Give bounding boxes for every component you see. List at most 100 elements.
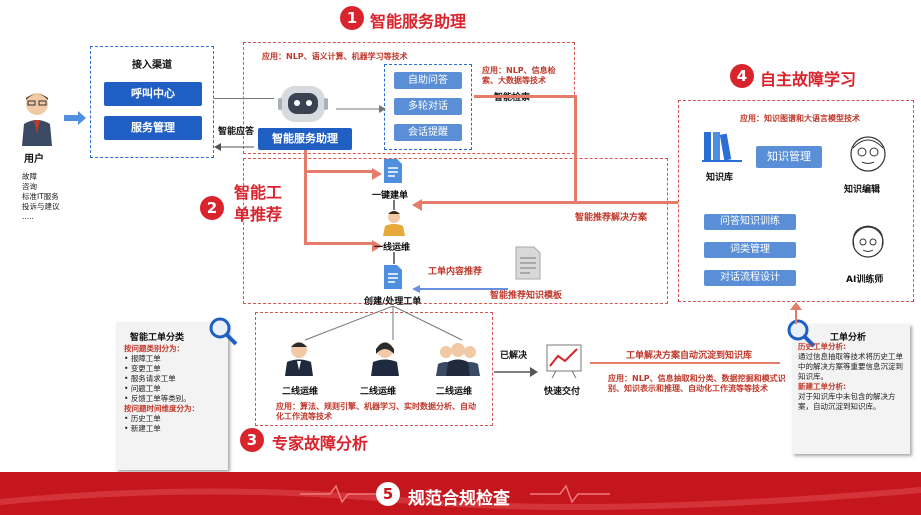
user-item: ..... — [22, 212, 34, 221]
flow-line — [304, 150, 307, 244]
by-type-title: 按问题类别分为： — [124, 344, 184, 353]
call-center-button[interactable]: 呼叫中心 — [104, 82, 202, 106]
knowledge-base-label: 知识库 — [706, 173, 734, 183]
flow-line — [474, 95, 576, 98]
user-item: 咨询 — [22, 182, 37, 191]
by-time-text: 历史工单 — [130, 414, 161, 423]
document-icon — [382, 158, 404, 188]
hist-analysis-title: 历史工单分析: — [798, 342, 846, 351]
section-3-title: 专家故障分析 — [272, 434, 369, 453]
section-2-title-line1: 智能工 — [234, 183, 283, 202]
new-analysis-text: 对于知识库中未包含的解决方案，自动沉淀到知识库。 — [798, 392, 896, 411]
by-type-text: 反馈工单等类别。 — [130, 394, 191, 403]
books-icon — [702, 130, 742, 166]
user-icon — [20, 90, 54, 146]
section-4-title: 自主故障学习 — [760, 70, 857, 89]
user-items: 故障 咨询 标准IT服务 投诉与建议 ..... — [22, 172, 102, 222]
assistant-button[interactable]: 智能服务助理 — [258, 128, 352, 150]
magnifier-icon — [208, 316, 238, 350]
document-icon — [382, 264, 404, 294]
section-5-number: 5 — [376, 482, 400, 506]
assistant-modules-box — [384, 64, 472, 150]
section-3-number: 3 — [240, 428, 264, 452]
template-doc-icon — [514, 246, 542, 284]
connector-line — [214, 98, 274, 99]
sink-arrow-line — [590, 362, 780, 364]
assistant-to-modules-arrow-icon — [336, 98, 386, 117]
classify-panel — [116, 322, 228, 470]
one-click-create-label: 一键建单 — [372, 191, 409, 201]
analysis-title: 工单分析 — [830, 333, 867, 343]
trainer-avatar-icon — [848, 222, 888, 270]
expert-person-icon — [284, 340, 314, 380]
analysis-body: 历史工单分析: 通过信息抽取等技术将历史工单中的解决方案等重要信息沉淀到知识库。… — [798, 342, 908, 412]
by-type-item: • 反馈工单等类别。 — [124, 394, 191, 403]
section-2-title-line2: 单推荐 — [234, 205, 283, 224]
frontline-person-icon — [382, 210, 406, 240]
flow-line — [574, 95, 577, 203]
user-label: 用户 — [24, 154, 44, 165]
session-remind-button[interactable]: 会话提醒 — [394, 124, 462, 141]
assistant-app-text: 应用：NLP、语义计算、机器学习等技术 — [262, 52, 408, 61]
section-5-title: 规范合规检查 — [408, 489, 510, 509]
reply-arrow-icon — [214, 136, 254, 155]
qa-training-button[interactable]: 问答知识训练 — [704, 214, 796, 230]
expert-1-label: 二线运维 — [282, 387, 319, 397]
user-item: 故障 — [22, 172, 37, 181]
by-type-text: 服务请求工单 — [130, 374, 176, 383]
expert-region — [255, 312, 493, 426]
by-type-item: • 报障工单 — [124, 354, 161, 363]
sink-knowledge-label: 工单解决方案自动沉淀到知识库 — [626, 351, 753, 361]
recommend-arrow-icon — [412, 278, 508, 297]
multi-dialog-button[interactable]: 多轮对话 — [394, 98, 462, 115]
by-type-text: 报障工单 — [130, 354, 161, 363]
arrow-right-icon — [372, 237, 382, 256]
arrow-left-icon — [412, 196, 422, 215]
resolved-arrow-icon — [494, 362, 538, 381]
content-recommend-label: 工单内容推荐 — [428, 267, 483, 277]
access-channel-box — [90, 46, 214, 158]
knowledge-editor-label: 知识编辑 — [844, 185, 881, 195]
flow-line — [304, 242, 374, 245]
expert-app-text: 应用：算法、规则引擎、机器学习、实时数据分析、自动化工作流等技术 — [276, 402, 476, 421]
by-time-item: • 历史工单 — [124, 414, 161, 423]
fast-delivery-label: 快速交付 — [544, 387, 581, 397]
robot-icon — [278, 80, 328, 130]
ai-trainer-label: AI训练师 — [846, 275, 884, 285]
by-type-item: • 服务请求工单 — [124, 374, 176, 383]
new-analysis-title: 新建工单分析: — [798, 382, 846, 391]
arrow-right-icon — [372, 165, 382, 184]
expert-3-label: 二线运维 — [436, 387, 473, 397]
by-type-item: • 变更工单 — [124, 364, 161, 373]
smart-reply-label: 智能应答 — [218, 127, 255, 137]
word-class-button[interactable]: 词类管理 — [704, 242, 796, 258]
by-type-text: 变更工单 — [130, 364, 161, 373]
fanout-connector — [304, 306, 463, 341]
resolved-label: 已解决 — [500, 351, 528, 361]
dialog-flow-button[interactable]: 对话流程设计 — [704, 270, 796, 286]
by-time-title: 按问题时间维度分为： — [124, 404, 199, 413]
section-4-number: 4 — [730, 64, 754, 88]
learning-region — [678, 100, 914, 302]
knowledge-mgmt-button[interactable]: 知识管理 — [756, 146, 822, 168]
expert-person-icon — [370, 340, 400, 380]
smart-solution-label: 智能推荐解决方案 — [575, 213, 648, 223]
connector-line — [393, 252, 395, 264]
learning-app-text: 应用：知识图谱和大语言模型技术 — [740, 114, 860, 123]
magnifier-icon — [786, 318, 816, 352]
section-1-title: 智能服务助理 — [370, 12, 467, 31]
up-arrow-icon — [790, 302, 802, 328]
frontline-label: 一线运维 — [374, 243, 411, 253]
nlp-app-text: 应用：NLP、信息抽取和分类、数据挖掘和模式识别、知识表示和推理、自动化工作流等… — [608, 374, 786, 393]
compliance-banner — [0, 472, 921, 515]
section-1-number: 1 — [340, 6, 364, 30]
by-type-text: 问题工单 — [130, 384, 161, 393]
service-mgmt-button[interactable]: 服务管理 — [104, 116, 202, 140]
process-order-label: 创建/处理工单 — [364, 297, 422, 307]
user-arrow-icon — [64, 110, 86, 129]
by-time-text: 新建工单 — [130, 424, 161, 433]
self-qa-button[interactable]: 自助问答 — [394, 72, 462, 89]
user-item: 投诉与建议 — [22, 202, 60, 211]
connector-line — [393, 200, 395, 210]
expert-group-icon — [436, 340, 480, 380]
